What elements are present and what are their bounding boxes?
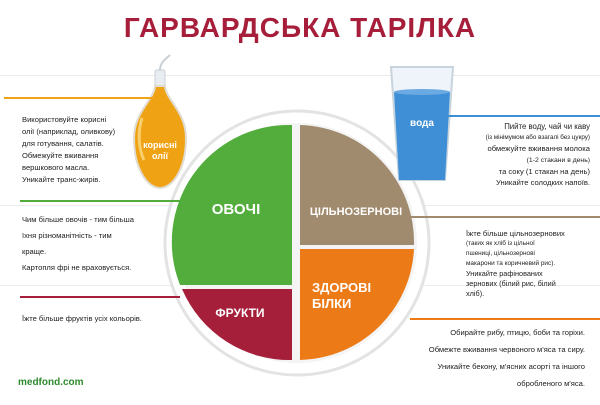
grains-note-line: (таких як хліб із цільної	[466, 240, 535, 247]
oil-note-line: Уникайте транс-жирів.	[22, 175, 101, 184]
oil-note-line: Використовуйте корисні	[22, 115, 107, 124]
oil-note: Використовуйте корисні олії (наприклад, …	[22, 114, 137, 186]
vegetables-note-line: Чим більше овочів - тим більша	[22, 215, 134, 224]
grains-note: Їжте більше цільнозернових (таких як хлі…	[466, 229, 596, 299]
oil-note-line: вершкового масла.	[22, 163, 90, 172]
oil-label-line: корисні	[143, 140, 177, 150]
water-note-line: (1-2 стакани в день)	[526, 156, 590, 164]
oil-note-line: Обмежуйте вживання	[22, 151, 99, 160]
vegetables-section	[171, 124, 292, 285]
vegetables-note-line: їхня різноманітність - тим	[22, 231, 112, 240]
oil-leader-line	[4, 97, 164, 99]
grains-note-line: пшениці, цільнозернові	[466, 250, 535, 257]
vegetables-note-line: Картопля фрі не враховується.	[22, 263, 132, 272]
oil-note-line: для готування, салатів.	[22, 139, 104, 148]
grains-note-line: Їжте більше цільнозернових	[466, 229, 565, 238]
protein-note-line: Обирайте рибу, птицю, боби та горіхи.	[450, 328, 585, 337]
vegetables-note: Чим більше овочів - тим більша їхня різн…	[22, 212, 172, 276]
protein-note-line: обробленого м'яса.	[517, 379, 585, 388]
water-note-line: та соку (1 стакан на день)	[498, 166, 590, 176]
grains-label: ЦІЛЬНОЗЕРНОВІ	[309, 206, 403, 218]
fruits-note: Їжте більше фруктів усіх кольорів.	[22, 314, 142, 323]
water-note: Пийте воду, чай чи каву (із мінімумом аб…	[440, 121, 590, 188]
grains-note-line: Уникайте рафінованих	[466, 269, 543, 278]
grains-note-line: зернових (білий рис, білий	[466, 279, 556, 288]
page-title: ГАРВАРДСЬКА ТАРІЛКА	[123, 12, 477, 43]
vegetables-leader-line	[20, 200, 200, 202]
fruits-leader-line	[20, 296, 180, 298]
protein-section	[300, 249, 414, 360]
water-note-line: Пийте воду, чай чи каву	[504, 122, 590, 131]
oil-bottle-icon	[132, 54, 188, 190]
protein-note: Обирайте рибу, птицю, боби та горіхи. Об…	[395, 324, 585, 392]
vegetables-note-line: краще.	[22, 247, 47, 256]
grains-section	[300, 125, 415, 245]
grains-note-line: макарони та коричневий рис).	[466, 260, 556, 267]
water-label: вода	[410, 118, 434, 129]
water-note-line: Уникайте солодких напоїв.	[495, 178, 590, 188]
oil-label-line: олії	[151, 151, 169, 161]
grains-leader-line	[410, 216, 600, 218]
fruits-label: ФРУКТИ	[215, 306, 265, 320]
water-note-line: обмежуйте вживання молока	[487, 144, 590, 154]
protein-note-line: Уникайте бекону, м'ясних асорті та іншог…	[437, 362, 586, 371]
brand-logo-text: medfond.com	[18, 377, 84, 388]
fruits-section	[182, 289, 292, 361]
divider	[0, 75, 600, 76]
oil-label: корисні олії	[134, 140, 186, 162]
water-glass-icon	[389, 66, 455, 181]
protein-label: ЗДОРОВІ БІЛКИ	[312, 280, 372, 312]
grains-note-line: хліб).	[466, 289, 485, 298]
vegetables-label: ОВОЧІ	[211, 201, 261, 218]
protein-note-line: Обмежте вживання червоного м'яса та сиру…	[428, 345, 585, 354]
water-note-line: (із мінімумом або взагалі без цукру)	[485, 134, 590, 142]
protein-label-line: ЗДОРОВІ	[312, 280, 372, 295]
protein-leader-line	[410, 318, 600, 320]
protein-label-line: БІЛКИ	[312, 296, 352, 311]
oil-note-line: олії (наприклад, оливкову)	[22, 127, 116, 136]
water-leader-line	[410, 115, 600, 117]
